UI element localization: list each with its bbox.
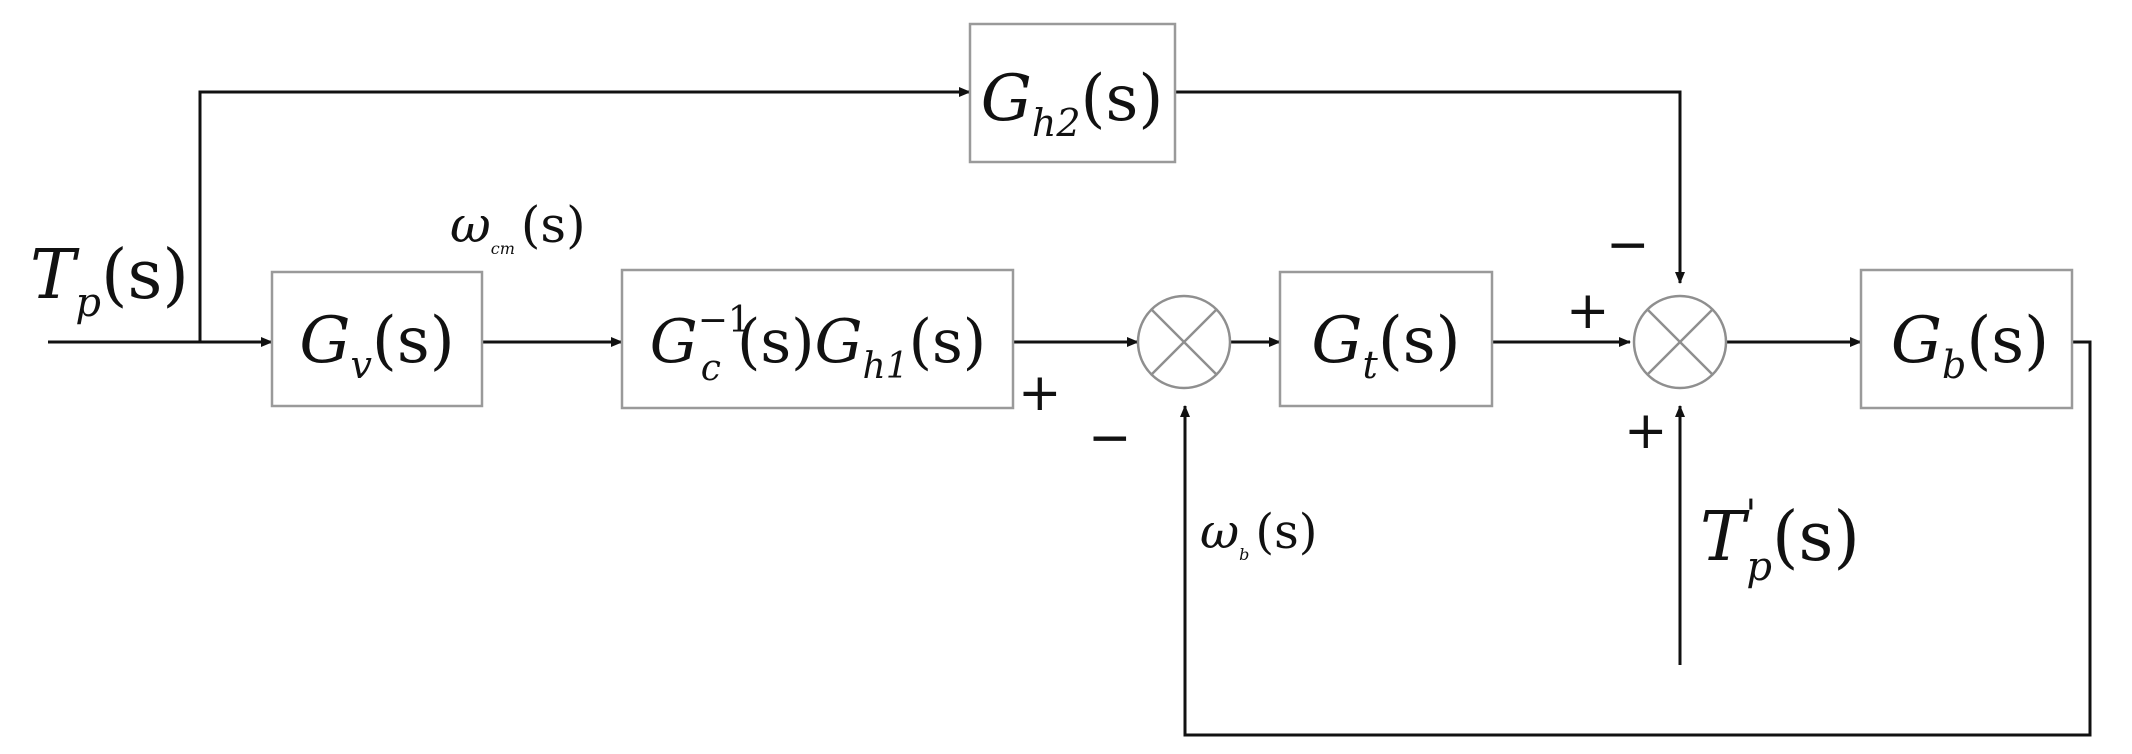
- sum2-minus-top-sign: −: [1606, 215, 1650, 275]
- gcgh1-block: [620, 268, 1015, 410]
- sum2-plus-left-sign: +: [1566, 281, 1610, 341]
- gt-label: Gt(s): [1311, 304, 1460, 387]
- gh2-label: Gh2(s): [981, 62, 1164, 145]
- gt-block: [1278, 270, 1494, 408]
- summing-junction-1: [1136, 294, 1232, 390]
- feedback-wire: [1180, 340, 2092, 737]
- gh2-output-wire: [1175, 90, 1685, 284]
- gh2-block: [968, 22, 1177, 164]
- omega-cm-label: ωcm(s): [450, 196, 586, 258]
- sum1-minus-sign: −: [1088, 408, 1132, 468]
- omega-b-label: ωb(s): [1200, 504, 1317, 564]
- tp-prime-label: T'p(s): [1700, 492, 1860, 590]
- gb-label: Gb(s): [1891, 304, 2049, 387]
- tp-input-label: Tp(s): [30, 236, 189, 326]
- gv-block: [270, 270, 484, 408]
- gb-block: [1859, 268, 2074, 410]
- summing-junction-2: [1632, 294, 1728, 390]
- sum1-plus-sign: +: [1018, 363, 1062, 423]
- gv-label: Gv(s): [299, 304, 454, 387]
- sum2-plus-bottom-sign: +: [1624, 401, 1668, 461]
- feedforward-wire-up: [198, 87, 971, 342]
